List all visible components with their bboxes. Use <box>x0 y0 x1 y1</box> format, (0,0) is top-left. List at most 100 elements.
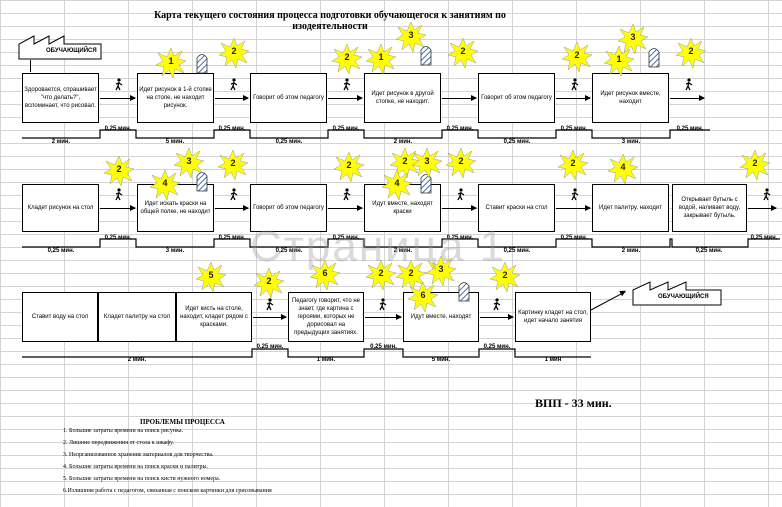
process-box-r2-1: Кладет рисунок на стол <box>22 184 99 232</box>
storage-cabinet-icon <box>648 48 660 68</box>
problem-star: 2 <box>218 150 248 180</box>
problem-star: 5 <box>196 262 226 292</box>
time-r1-1: 2 мин. <box>51 139 71 145</box>
process-box-r1-5: Говорит об этом педагогу <box>478 73 555 123</box>
problem-star: 2 <box>396 260 426 290</box>
arrow-r3-3 <box>480 314 514 320</box>
arrow-r1-5 <box>556 95 591 101</box>
problem-star: 6 <box>408 282 438 312</box>
arrow-r2-4 <box>442 205 477 211</box>
arrow-r2-6 <box>748 205 777 211</box>
walking-person-icon <box>571 78 579 91</box>
walking-person-icon <box>230 188 238 201</box>
problem-star: 6 <box>310 260 340 290</box>
time-r1-8: 0,25 мин. <box>446 126 474 132</box>
time-r2-12: 0,25 мин. <box>695 248 723 254</box>
arrow-r2-1 <box>100 205 136 211</box>
time-r1-9: 0,25 мин. <box>503 139 531 145</box>
storage-cabinet-icon <box>420 174 432 194</box>
time-r1-10: 0,25 мин. <box>560 126 588 132</box>
problem-star: 1 <box>156 48 186 78</box>
problem-item: 1. Большие затраты времени на поиск рису… <box>63 428 184 434</box>
time-r2-11: 2 мин. <box>621 248 641 254</box>
process-box-r1-6: Идет рисунок вместе, находит <box>592 73 669 123</box>
problem-star: 3 <box>396 22 426 52</box>
arrow-r3-2 <box>365 314 402 320</box>
process-box-r1-1: Здоровается, спрашивает "что делать?", в… <box>22 73 99 123</box>
time-r2-8: 0,25 мин. <box>446 235 474 241</box>
problem-star: 4 <box>608 154 638 184</box>
time-r1-6: 0,25 мин. <box>332 126 360 132</box>
walking-person-icon <box>343 78 351 91</box>
time-r3-6: 0,25 мин. <box>483 344 511 350</box>
arrow-r1-2 <box>215 95 249 101</box>
problem-star: 3 <box>426 256 456 286</box>
problem-star: 2 <box>490 262 520 292</box>
walking-person-icon <box>457 188 465 201</box>
time-r1-5: 0,25 мин. <box>275 139 303 145</box>
time-r2-6: 0,25 мин. <box>332 235 360 241</box>
problem-star: 1 <box>366 44 396 74</box>
walking-person-icon <box>763 188 771 201</box>
timeline-r1 <box>22 129 710 139</box>
problem-item: 4. Большие затраты времени на поиск крас… <box>63 464 209 470</box>
problem-star: 2 <box>366 260 396 290</box>
walking-person-icon <box>685 78 693 91</box>
time-r2-9: 0,25 мин. <box>503 248 531 254</box>
process-box-r2-3: Говорит об этом педагогу <box>250 184 327 232</box>
walking-person-icon <box>115 78 123 91</box>
student-end-shape <box>632 281 722 306</box>
process-box-r3-6: Картинку кладет на стол, идет начало зан… <box>515 292 591 342</box>
walking-person-icon <box>379 298 387 311</box>
process-box-r1-2: Идет рисунок в 1-й стопке на столе, не н… <box>137 73 214 123</box>
storage-cabinet-icon <box>196 54 208 74</box>
walking-person-icon <box>493 298 501 311</box>
problem-star: 3 <box>174 148 204 178</box>
problem-star: 2 <box>558 150 588 180</box>
problem-star: 2 <box>448 38 478 68</box>
time-r1-4: 0,25 мин. <box>218 126 246 132</box>
page-watermark: Страница 1 <box>250 222 507 271</box>
storage-cabinet-icon <box>196 172 208 192</box>
problem-item: 2. Лишние передвижения от стола к шкафу. <box>63 440 174 446</box>
student-end-label: ОБУЧАЮЩИЙСЯ <box>658 294 709 300</box>
problem-star: 2 <box>254 268 284 298</box>
arrow-start-down <box>30 60 31 72</box>
process-box-r2-7: Открывает бутыль с водой, наливает воду,… <box>672 184 747 232</box>
walking-person-icon <box>343 188 351 201</box>
problem-star: 2 <box>334 152 364 182</box>
time-r3-5: 5 мин. <box>431 357 451 363</box>
time-r3-4: 0,25 мин. <box>370 344 397 350</box>
time-r3-3: 1 мин. <box>316 357 336 363</box>
time-r1-11: 3 мин. <box>621 139 641 145</box>
problems-title: ПРОБЛЕМЫ ПРОЦЕССА <box>140 418 225 426</box>
timeline-r2 <box>22 238 780 248</box>
arrow-r1-3 <box>328 95 363 101</box>
walking-person-icon <box>266 298 274 311</box>
problem-item: 3. Неорганизованное хранение материалов … <box>63 452 214 458</box>
arrow-r2-5 <box>556 205 591 211</box>
problem-star: 1 <box>604 46 634 76</box>
arrow-r1-6 <box>670 95 705 101</box>
arrow-r3-1 <box>253 314 287 320</box>
time-r3-7: 1 мин <box>544 357 562 363</box>
problem-star: 3 <box>618 24 648 54</box>
arrow-r2-3 <box>328 205 363 211</box>
problem-star: 3 <box>412 148 442 178</box>
timeline-r3 <box>22 348 591 358</box>
arrow-r1-4 <box>442 95 477 101</box>
time-r2-2: 0,25 мин. <box>104 235 132 241</box>
time-r2-13: 0,25 мин. <box>750 235 778 241</box>
problem-star: 2 <box>104 156 134 186</box>
problem-star: 2 <box>446 148 476 178</box>
time-r2-4: 0,25 мин. <box>218 235 246 241</box>
time-r2-3: 3 мин. <box>165 248 185 254</box>
storage-cabinet-icon <box>420 46 432 66</box>
problem-star: 2 <box>562 42 592 72</box>
storage-cabinet-icon <box>458 282 470 302</box>
problem-star: 2 <box>676 38 706 68</box>
problem-star: 2 <box>332 44 362 74</box>
process-box-r3-2: Кладет палитру на стол <box>98 292 176 342</box>
time-r2-10: 0,25 мин. <box>560 235 588 241</box>
problem-item: 6.Излишняя работа с педагогом, связанная… <box>63 488 272 494</box>
